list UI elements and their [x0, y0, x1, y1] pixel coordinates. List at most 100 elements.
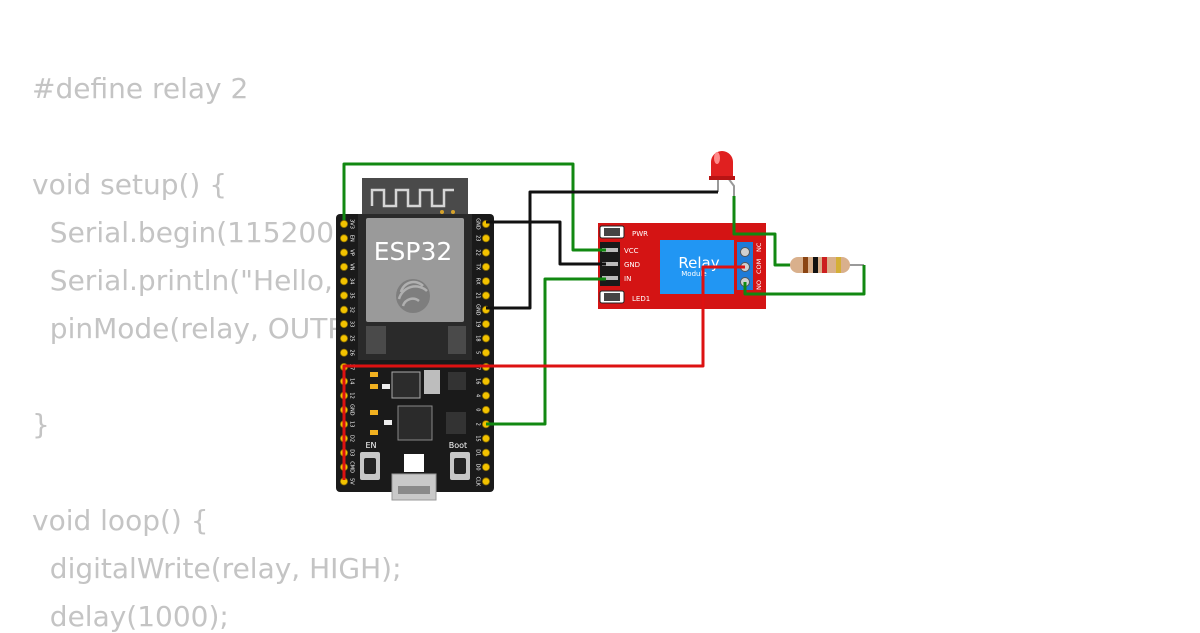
esp32-label: ESP32	[374, 237, 453, 266]
esp32-pin-label: 5	[475, 351, 481, 354]
esp32-pin-label: CMD	[349, 461, 355, 473]
gnd-label: GND	[624, 261, 640, 269]
terminal-nc-label: NC	[755, 242, 763, 252]
esp32-pin[interactable]	[481, 248, 490, 257]
esp32-pin[interactable]	[481, 234, 490, 243]
esp32-pin-label: 14	[349, 378, 355, 384]
esp32-pin[interactable]	[481, 377, 490, 386]
esp32-pin-label: 4	[475, 394, 481, 397]
esp32-pin-label: CLK	[475, 477, 481, 487]
resistor[interactable]	[776, 257, 864, 273]
terminal-no-label: NO	[755, 280, 763, 290]
led-body	[711, 151, 733, 178]
vcc-label: VCC	[624, 247, 639, 255]
esp32-pin[interactable]	[339, 305, 348, 314]
esp32-pin[interactable]	[481, 448, 490, 457]
esp32-left-header: 3V3ENVPVN343532332526271412GND13D2D3CMD5…	[339, 219, 355, 486]
esp32-pin-label: D1	[475, 449, 481, 456]
usb-uart-chip	[397, 405, 433, 441]
esp32-pin[interactable]	[339, 277, 348, 286]
esp32-pin[interactable]	[481, 277, 490, 286]
esp32-pin[interactable]	[481, 291, 490, 300]
esp32-pin-label: 21	[475, 292, 481, 298]
regulator-chip	[391, 371, 421, 399]
esp32-pin-label: 35	[349, 292, 355, 298]
code-line: void setup() {	[32, 168, 228, 201]
esp32-pin[interactable]	[339, 291, 348, 300]
pwr-label: PWR	[632, 230, 648, 238]
esp32-pin-label: EN	[349, 235, 355, 242]
terminal-com-label: COM	[755, 259, 763, 274]
esp32-pin[interactable]	[481, 434, 490, 443]
code-line: Serial.begin(115200);	[32, 216, 355, 249]
esp32-pin-label: 26	[349, 350, 355, 356]
esp32-pin-label: VN	[349, 263, 355, 270]
esp32-pin-label: 15	[475, 435, 481, 441]
esp32-pin[interactable]	[481, 334, 490, 343]
esp32-pin-label: GND	[475, 218, 481, 230]
esp32-pin-label: 0	[475, 408, 481, 411]
esp32-shield	[366, 218, 464, 322]
code-line: #define relay 2	[32, 72, 249, 105]
esp32-pin-label: 3V3	[349, 219, 355, 229]
espressif-logo-icon	[396, 279, 430, 313]
esp32-pin[interactable]	[481, 320, 490, 329]
esp32-pin-label: D0	[475, 464, 481, 471]
esp32-pin-label: GND	[475, 304, 481, 316]
wire-gpio2-in[interactable]	[486, 277, 606, 426]
antenna-trace	[370, 188, 454, 208]
esp32-pin[interactable]	[339, 248, 348, 257]
esp32-pin[interactable]	[481, 391, 490, 400]
code-line: }	[32, 408, 50, 441]
esp32-pin-label: 23	[475, 235, 481, 241]
esp32-pin[interactable]	[339, 262, 348, 271]
esp32-pin[interactable]	[481, 348, 490, 357]
esp32-pin[interactable]	[481, 463, 490, 472]
esp32-pin-label: D3	[349, 449, 355, 456]
relay-subtitle: Module	[681, 270, 706, 278]
wire-led-resistor[interactable]	[732, 196, 790, 267]
wire-no-resistor[interactable]	[743, 265, 866, 296]
esp32-pin-label: 5V	[349, 478, 355, 485]
led1-label: LED1	[632, 295, 650, 303]
esp32-pin-label: 13	[349, 421, 355, 427]
esp32-pin[interactable]	[481, 262, 490, 271]
esp32-pin-label: 12	[349, 392, 355, 398]
wires	[342, 162, 866, 480]
esp32-pin-label: RX	[475, 278, 481, 285]
red-led[interactable]	[709, 151, 735, 196]
wire-5v-com[interactable]	[342, 265, 745, 480]
esp32-pin[interactable]	[339, 348, 348, 357]
esp32-pin-label: 18	[475, 335, 481, 341]
wire-gnd-led[interactable]	[486, 190, 718, 310]
boot-button-label: Boot	[449, 441, 467, 450]
esp32-pin[interactable]	[339, 334, 348, 343]
esp32-pin-label: 16	[475, 378, 481, 384]
esp32-pin-label: 33	[349, 321, 355, 327]
esp32-pin-label: GND	[349, 404, 355, 416]
esp32-pin[interactable]	[481, 477, 490, 486]
esp32-pin-label: 25	[349, 335, 355, 341]
in-label: IN	[624, 275, 631, 283]
esp32-pin-label: 19	[475, 321, 481, 327]
esp32-pin-label: D2	[349, 435, 355, 442]
wire-3v3-vcc[interactable]	[342, 162, 606, 252]
esp32-pin[interactable]	[339, 320, 348, 329]
esp32-pin-label: TX	[475, 263, 481, 271]
esp32-board[interactable]: ESP32 EN Boot 3V3ENVPVN34353233252627141…	[336, 178, 494, 501]
en-button-label: EN	[365, 441, 376, 450]
code-line: void loop() {	[32, 504, 209, 537]
esp32-pin[interactable]	[339, 234, 348, 243]
code-line: delay(1000);	[32, 600, 229, 633]
esp32-pin-label: 2	[475, 423, 481, 426]
esp32-pin-label: 34	[349, 278, 355, 284]
esp32-pin[interactable]	[481, 405, 490, 414]
esp32-pin-label: VP	[349, 249, 355, 255]
esp32-pin-label: 22	[475, 249, 481, 255]
code-line: digitalWrite(relay, HIGH);	[32, 552, 402, 585]
wire-gnd-relay[interactable]	[486, 220, 606, 266]
esp32-antenna	[362, 178, 468, 220]
esp32-pin[interactable]	[339, 219, 348, 228]
esp32-pin-label: 32	[349, 307, 355, 313]
